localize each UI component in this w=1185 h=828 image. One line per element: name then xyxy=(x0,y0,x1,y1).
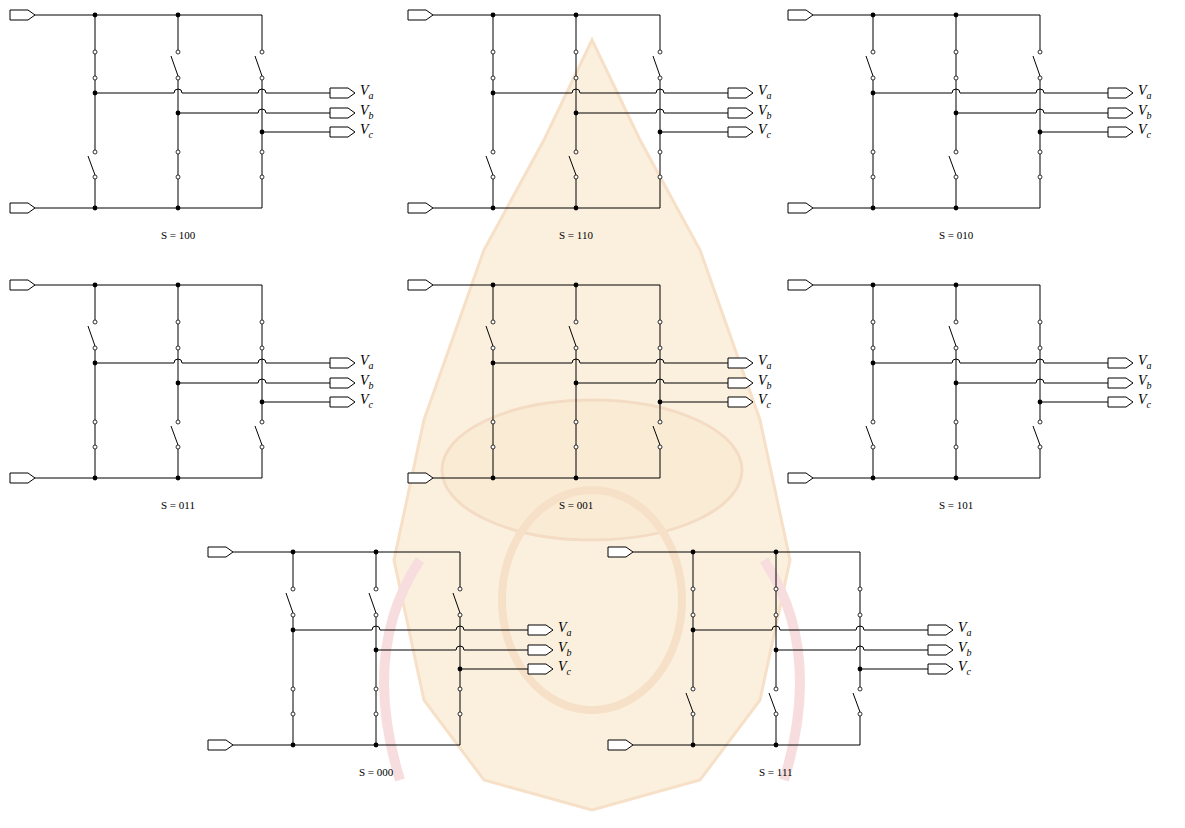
switch-state-caption: S = 011 xyxy=(161,499,195,511)
phase-voltage-label: Vc xyxy=(360,393,373,408)
phase-voltage-label: Vb xyxy=(758,104,772,119)
switch-state-caption: S = 010 xyxy=(939,229,973,241)
phase-voltage-label: Va xyxy=(360,354,374,369)
switch-state-caption: S = 100 xyxy=(161,229,195,241)
phase-voltage-label: Vb xyxy=(1138,104,1152,119)
phase-voltage-label: Vc xyxy=(1138,123,1151,138)
switch-state-caption: S = 110 xyxy=(559,229,593,241)
phase-voltage-label: Vc xyxy=(958,660,971,675)
inverter-circuit xyxy=(408,280,753,483)
phase-voltage-label: Va xyxy=(758,354,772,369)
phase-voltage-label: Va xyxy=(958,621,972,636)
phase-voltage-label: Va xyxy=(360,84,374,99)
inverter-circuit xyxy=(788,10,1133,213)
phase-voltage-label: Va xyxy=(558,621,572,636)
phase-voltage-label: Vb xyxy=(360,374,374,389)
inverter-circuit xyxy=(208,547,553,750)
phase-voltage-label: Vb xyxy=(1138,374,1152,389)
phase-voltage-label: Va xyxy=(1138,354,1152,369)
inverter-circuit xyxy=(408,10,753,213)
inverter-circuit xyxy=(10,280,355,483)
phase-voltage-label: Vb xyxy=(758,374,772,389)
watermark-emblem xyxy=(384,40,800,810)
phase-voltage-label: Vb xyxy=(558,641,572,656)
inverter-circuit xyxy=(608,547,953,750)
phase-voltage-label: Va xyxy=(1138,84,1152,99)
phase-voltage-label: Va xyxy=(758,84,772,99)
phase-voltage-label: Vc xyxy=(1138,393,1151,408)
phase-voltage-label: Vc xyxy=(360,123,373,138)
switch-state-caption: S = 001 xyxy=(559,499,593,511)
phase-voltage-label: Vb xyxy=(958,641,972,656)
inverter-circuit xyxy=(10,10,355,213)
switch-state-caption: S = 101 xyxy=(939,499,973,511)
inverter-circuit xyxy=(788,280,1133,483)
phase-voltage-label: Vc xyxy=(558,660,571,675)
switch-state-caption: S = 111 xyxy=(759,766,793,778)
phase-voltage-label: Vc xyxy=(758,393,771,408)
phase-voltage-label: Vb xyxy=(360,104,374,119)
phase-voltage-label: Vc xyxy=(758,123,771,138)
switch-state-caption: S = 000 xyxy=(359,766,393,778)
